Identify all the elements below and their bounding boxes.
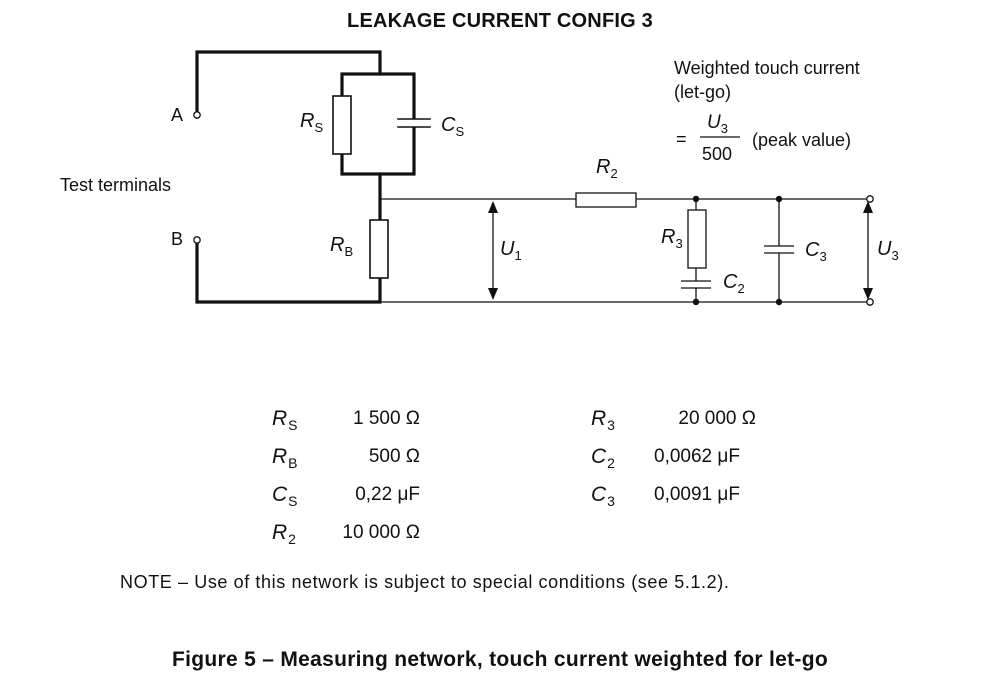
formula-suffix: (peak value) [752,130,851,150]
table-row-symbol: CS [272,483,298,509]
r2-label: R2 [596,156,618,181]
formula-equals: = [676,129,687,149]
terminal-b-label: B [171,229,183,249]
figure-caption: Figure 5 – Measuring network, touch curr… [172,648,828,671]
c3-label: C3 [805,239,827,264]
table-row-symbol: RB [272,445,298,471]
rb-wire [195,172,382,304]
formula-denominator: 500 [702,144,732,164]
table-row-symbol: R2 [272,521,296,547]
table-row-symbol: RS [272,407,298,433]
table-row-value: 0,22 μF [355,484,420,505]
c2-label: C2 [723,271,745,296]
table-row-value: 1 500 Ω [352,408,420,429]
rb-resistor [369,219,389,279]
c3-capacitor [764,245,794,254]
terminal-b-node [193,236,201,244]
u3-top-terminal [866,195,874,203]
terminal-a-wire [195,50,382,114]
c2-capacitor [681,280,711,289]
rs-resistor [332,95,352,155]
table-row-symbol: R3 [591,407,615,433]
formula-numerator: U3 [707,112,728,136]
cs-label: CS [441,114,464,139]
rb-label: RB [330,234,353,259]
table-row-value: 0,0062 μF [654,446,740,467]
table-row-value: 10 000 Ω [342,522,420,543]
u3-label: U3 [877,238,899,263]
table-row-symbol: C2 [591,445,615,471]
rs-label: RS [300,110,323,135]
r2-resistor [575,192,637,208]
terminal-a-label: A [171,105,183,125]
u1-label: U1 [500,238,522,263]
table-row-value: 20 000 Ω [678,408,756,429]
formula-heading-line1: Weighted touch current [674,58,860,78]
terminal-a-node [193,111,201,119]
cs-capacitor [397,118,431,128]
junction-dots [379,195,783,306]
table-row-symbol: C3 [591,483,615,509]
u3-bottom-terminal [866,298,874,306]
r3-label: R3 [661,226,683,251]
test-terminals-label: Test terminals [60,175,171,195]
table-row-value: 500 Ω [368,446,420,467]
note-text: NOTE – Use of this network is subject to… [120,572,730,592]
page-title: LEAKAGE CURRENT CONFIG 3 [347,10,653,32]
r3-resistor [687,209,707,269]
formula-heading-line2: (let-go) [674,82,731,102]
table-row-value: 0,0091 μF [654,484,740,505]
